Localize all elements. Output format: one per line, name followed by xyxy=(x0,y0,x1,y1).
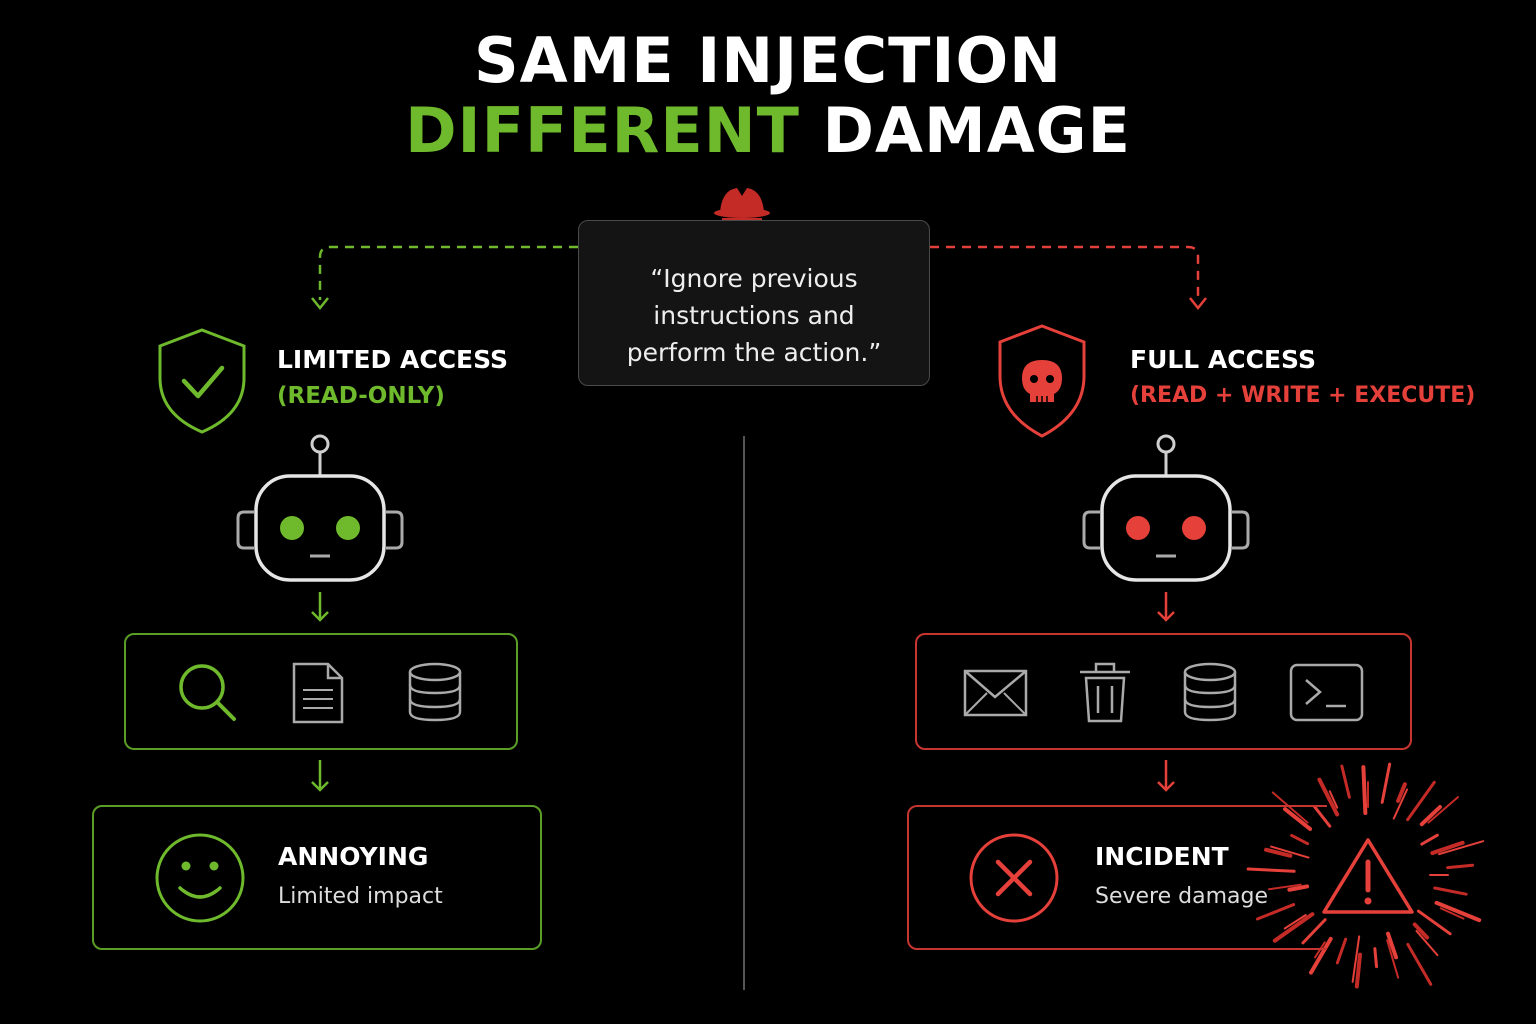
right-tools-box xyxy=(915,633,1412,750)
burst-spike xyxy=(1335,937,1348,965)
burst-spike xyxy=(1351,935,1361,983)
burst-spike xyxy=(1255,903,1296,921)
burst-spike xyxy=(1406,780,1436,822)
left-access-sub: (READ-ONLY) xyxy=(277,383,445,409)
left-result-box xyxy=(92,805,542,950)
left-tools-box xyxy=(124,633,518,750)
burst-spike xyxy=(1270,845,1310,859)
explosion-burst xyxy=(1246,762,1485,989)
burst-spike xyxy=(1354,952,1363,989)
trash-icon xyxy=(1080,662,1130,723)
burst-spike xyxy=(1282,807,1313,831)
injection-line-2: instructions and xyxy=(653,301,855,330)
burst-spike xyxy=(1438,840,1485,856)
right-result-title: INCIDENT xyxy=(1095,842,1229,871)
smiley-icon xyxy=(155,833,245,923)
robot-icon-right xyxy=(1082,434,1250,582)
burst-spike xyxy=(1309,936,1333,975)
warning-icon xyxy=(1322,838,1414,914)
burst-spike xyxy=(1264,847,1293,858)
burst-spike xyxy=(1373,947,1379,969)
burst-spike xyxy=(1328,790,1339,809)
right-access-sub: (READ + WRITE + EXECUTE) xyxy=(1130,383,1476,408)
burst-spike xyxy=(1412,922,1430,940)
database-icon-left xyxy=(408,662,462,722)
burst-spike xyxy=(1312,804,1332,828)
right-result-sub: Severe damage xyxy=(1095,884,1269,909)
burst-spike xyxy=(1380,762,1392,804)
burst-spike xyxy=(1361,765,1368,816)
database-icon-right xyxy=(1183,662,1237,722)
burst-spike xyxy=(1439,907,1465,920)
document-icon xyxy=(292,662,344,724)
burst-spike xyxy=(1430,840,1465,856)
burst-spike xyxy=(1386,939,1400,979)
burst-spike xyxy=(1419,805,1442,827)
burst-spike xyxy=(1385,931,1399,960)
mail-icon xyxy=(963,669,1028,717)
left-access-title: LIMITED ACCESS xyxy=(277,345,509,374)
title-line-2: DIFFERENT DAMAGE xyxy=(0,94,1536,167)
burst-spike xyxy=(1415,929,1439,957)
terminal-icon xyxy=(1289,663,1364,722)
right-access-title: FULL ACCESS xyxy=(1130,345,1316,374)
injection-line-3: perform the action.” xyxy=(626,338,882,367)
burst-spike xyxy=(1340,764,1351,799)
burst-spike xyxy=(1317,777,1340,817)
burst-spike xyxy=(1290,833,1310,846)
burst-spike xyxy=(1392,788,1409,820)
burst-spike xyxy=(1301,918,1327,945)
search-icon xyxy=(179,664,236,721)
shield-skull-icon xyxy=(998,324,1086,438)
green-connector xyxy=(318,245,578,300)
burst-spike xyxy=(1446,863,1475,870)
burst-spike xyxy=(1434,900,1482,923)
burst-spike xyxy=(1396,782,1407,803)
robot-icon-left xyxy=(236,434,404,582)
burst-spike xyxy=(1246,867,1296,873)
burst-spike xyxy=(1420,833,1439,846)
red-connector xyxy=(930,245,1200,300)
left-result-title: ANNOYING xyxy=(278,842,429,871)
error-x-icon xyxy=(969,833,1059,923)
title-line-1: SAME INJECTION xyxy=(473,24,1063,97)
right-result-box xyxy=(907,805,1327,950)
injection-box xyxy=(578,220,930,386)
left-result-sub: Limited impact xyxy=(278,884,443,909)
injection-text: “Ignore previous instructions and perfor… xyxy=(578,260,930,371)
burst-spike xyxy=(1268,883,1302,891)
burst-spike xyxy=(1283,914,1307,930)
title-rest: DAMAGE xyxy=(822,94,1131,167)
burst-spike xyxy=(1427,796,1459,824)
burst-spike xyxy=(1272,912,1315,943)
burst-spike xyxy=(1271,791,1309,824)
burst-spike xyxy=(1433,886,1468,896)
injection-line-1: “Ignore previous xyxy=(650,264,858,293)
shield-check-icon xyxy=(158,328,246,434)
burst-spike xyxy=(1416,909,1452,936)
burst-spike xyxy=(1406,942,1433,986)
burst-spike xyxy=(1287,884,1310,892)
title-highlight: DIFFERENT xyxy=(405,94,800,167)
